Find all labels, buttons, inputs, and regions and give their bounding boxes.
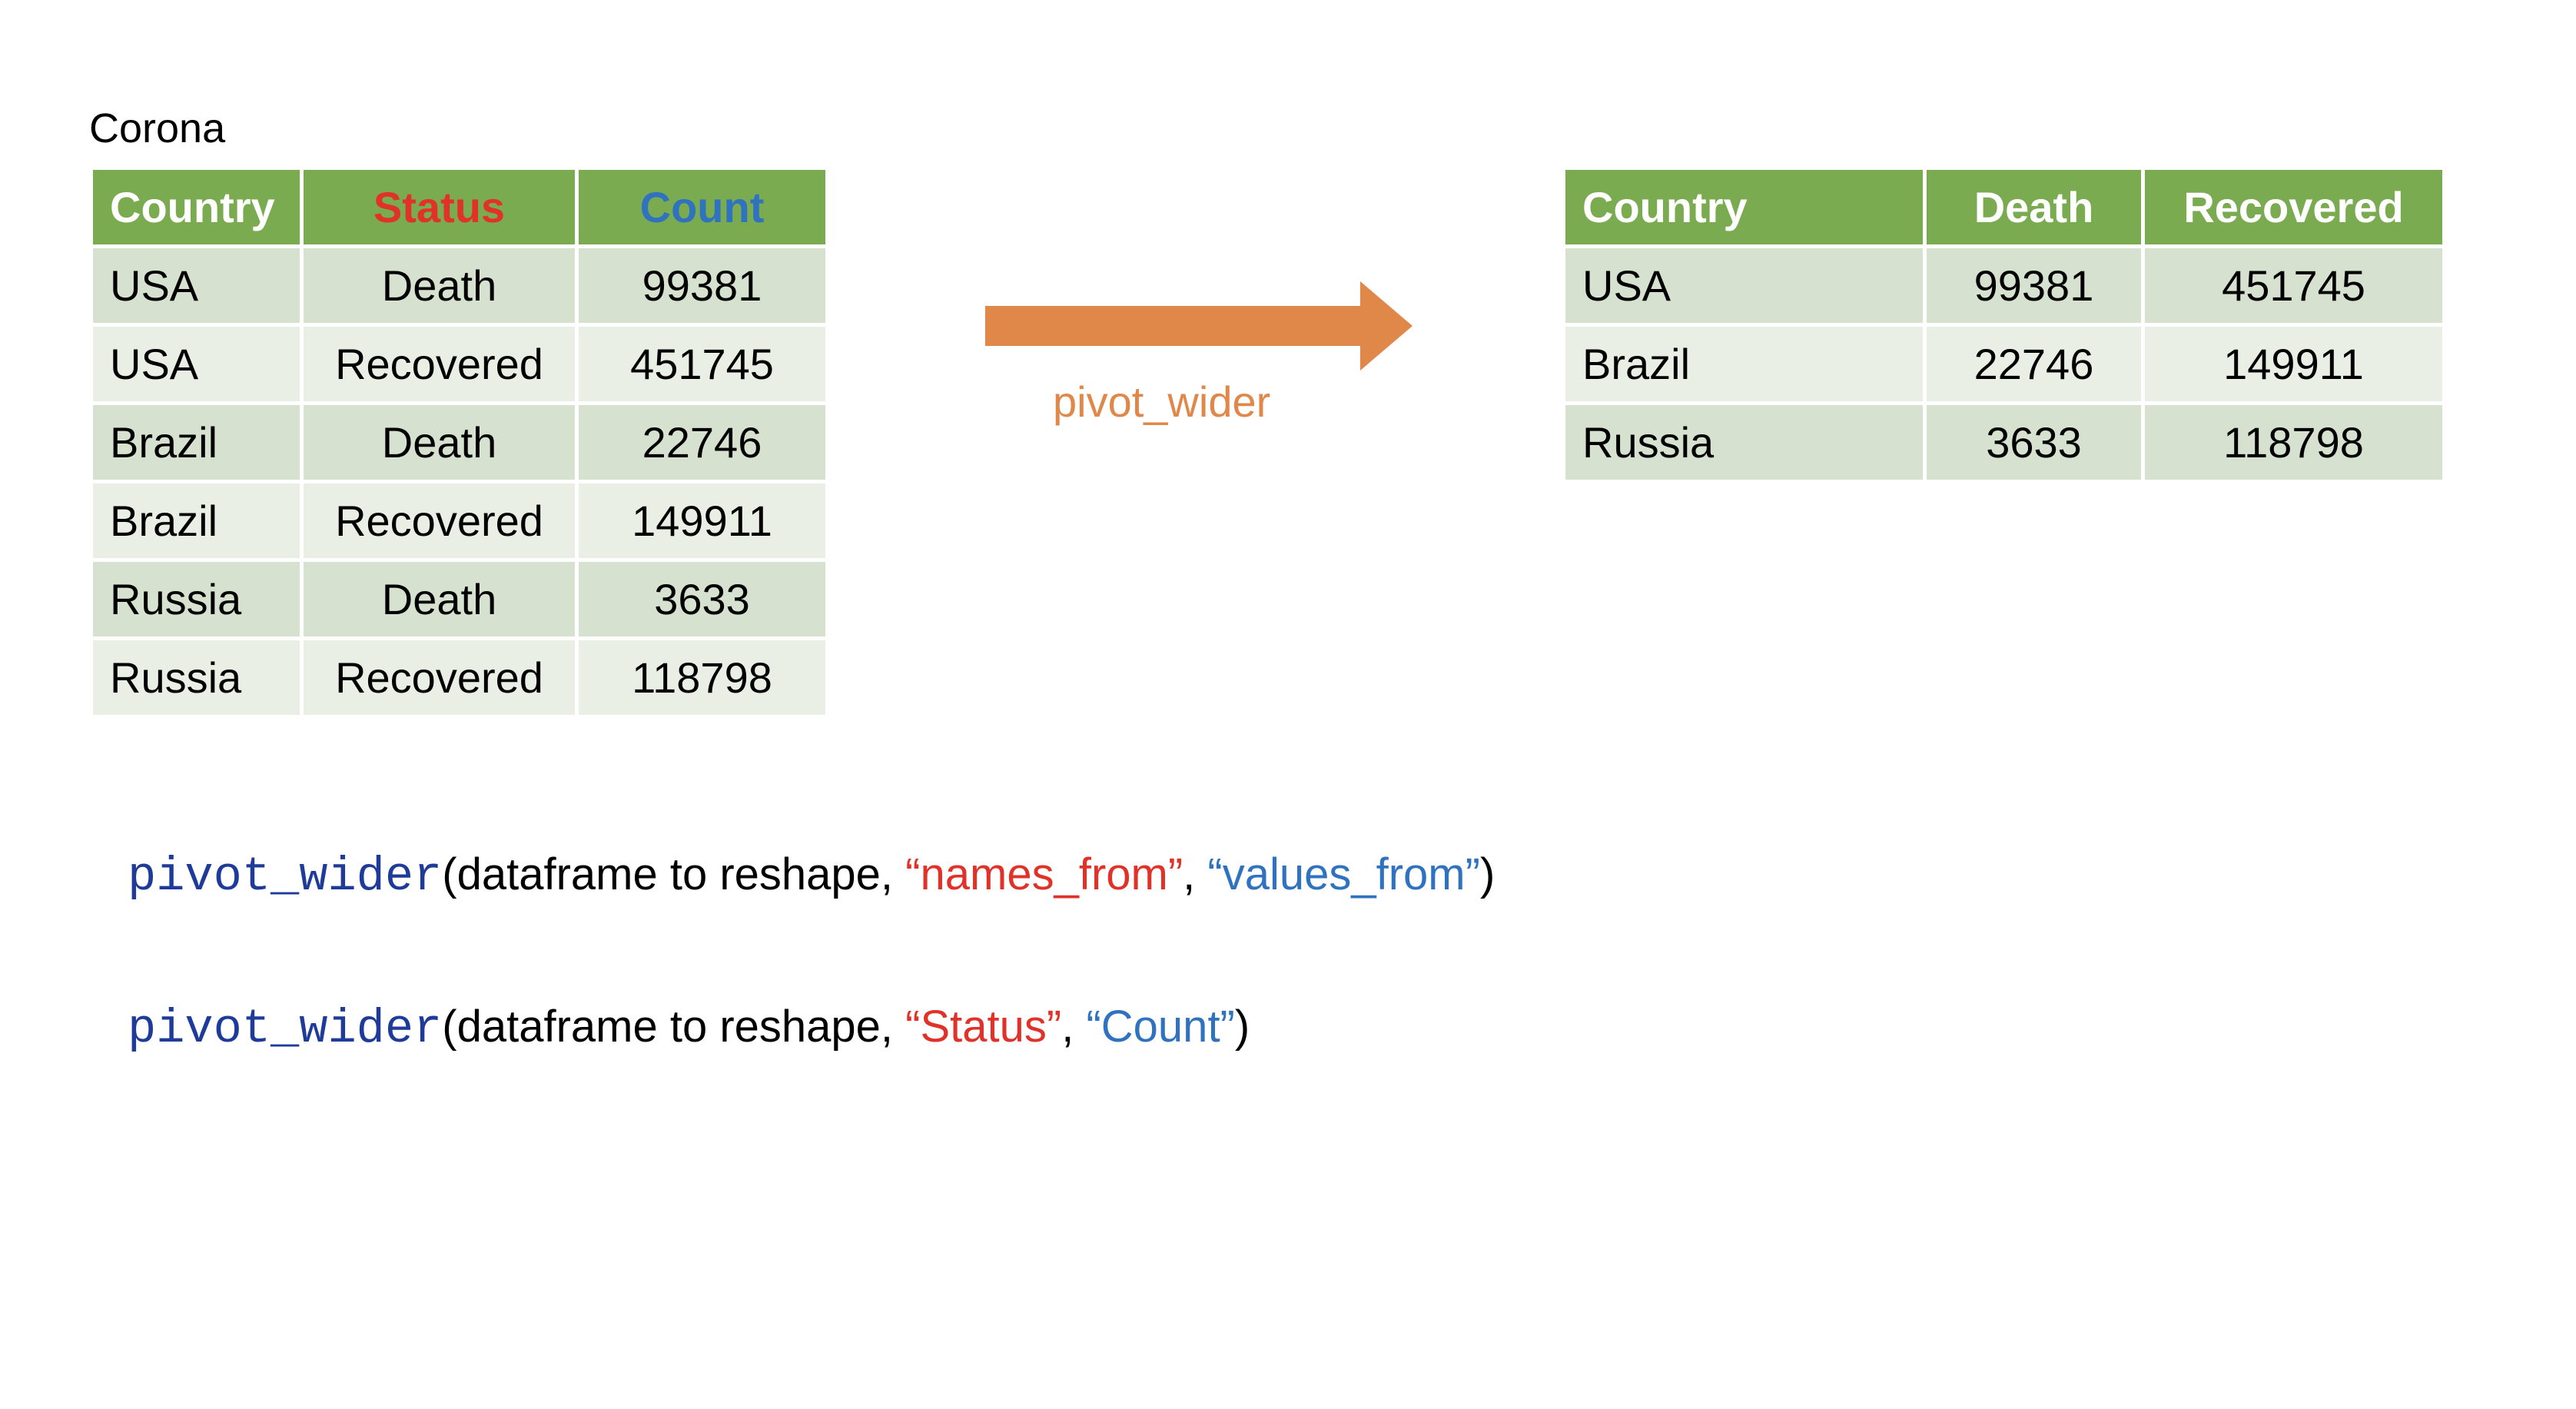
cell-country: Russia xyxy=(89,558,304,640)
header-recovered: Recovered xyxy=(2141,166,2446,248)
cell-status: Recovered xyxy=(300,636,579,719)
header-country: Country xyxy=(89,166,304,248)
code-separator: , xyxy=(1183,849,1208,899)
cell-death: 3633 xyxy=(1923,401,2145,484)
long-format-table: Country Status Count USA Death 99381 USA… xyxy=(89,166,829,719)
table-row: Russia Death 3633 xyxy=(89,558,829,640)
cell-recovered: 118798 xyxy=(2141,401,2446,484)
function-name: pivot_wider xyxy=(128,849,443,904)
cell-status: Death xyxy=(300,401,579,484)
cell-count: 3633 xyxy=(575,558,829,640)
right-arrow-icon xyxy=(985,281,1412,371)
code-text: (dataframe to reshape, xyxy=(442,849,906,899)
table-row: Brazil 22746 149911 xyxy=(1562,323,2446,405)
cell-country: Russia xyxy=(89,636,304,719)
values-from-arg: “values_from” xyxy=(1207,849,1480,899)
wide-format-table: Country Death Recovered USA 99381 451745… xyxy=(1562,166,2446,484)
table-row: Russia Recovered 118798 xyxy=(89,636,829,719)
header-country: Country xyxy=(1562,166,1927,248)
cell-status: Death xyxy=(300,244,579,327)
code-text: (dataframe to reshape, xyxy=(442,1002,906,1052)
cell-count: 22746 xyxy=(575,401,829,484)
cell-death: 22746 xyxy=(1923,323,2145,405)
names-from-arg: “names_from” xyxy=(905,849,1183,899)
table-row: USA Recovered 451745 xyxy=(89,323,829,405)
cell-status: Recovered xyxy=(300,480,579,562)
cell-count: 149911 xyxy=(575,480,829,562)
arrow-label: pivot_wider xyxy=(1053,377,1271,426)
cell-country: USA xyxy=(1562,244,1927,327)
cell-country: Russia xyxy=(1562,401,1927,484)
cell-country: Brazil xyxy=(89,401,304,484)
cell-count: 118798 xyxy=(575,636,829,719)
function-name: pivot_wider xyxy=(128,1002,443,1056)
table-row: Brazil Death 22746 xyxy=(89,401,829,484)
header-count: Count xyxy=(575,166,829,248)
cell-status: Death xyxy=(300,558,579,640)
table-row: Brazil Recovered 149911 xyxy=(89,480,829,562)
cell-status: Recovered xyxy=(300,323,579,405)
table-title: Corona xyxy=(89,105,226,151)
code-separator: , xyxy=(1061,1002,1087,1052)
values-from-arg: “Count” xyxy=(1086,1002,1235,1052)
cell-country: Brazil xyxy=(89,480,304,562)
code-line-generic: pivot_wider(dataframe to reshape, “names… xyxy=(128,846,1495,906)
cell-death: 99381 xyxy=(1923,244,2145,327)
cell-country: Brazil xyxy=(1562,323,1927,405)
code-line-example: pivot_wider(dataframe to reshape, “Statu… xyxy=(128,998,1250,1058)
cell-recovered: 451745 xyxy=(2141,244,2446,327)
code-text: ) xyxy=(1479,849,1495,899)
cell-count: 99381 xyxy=(575,244,829,327)
cell-recovered: 149911 xyxy=(2141,323,2446,405)
header-death: Death xyxy=(1923,166,2145,248)
code-text: ) xyxy=(1234,1002,1250,1052)
table-row: USA Death 99381 xyxy=(89,244,829,327)
table-row: USA 99381 451745 xyxy=(1562,244,2446,327)
table-header-row: Country Status Count xyxy=(89,166,829,248)
cell-count: 451745 xyxy=(575,323,829,405)
names-from-arg: “Status” xyxy=(905,1002,1062,1052)
cell-country: USA xyxy=(89,323,304,405)
header-status: Status xyxy=(300,166,579,248)
table-header-row: Country Death Recovered xyxy=(1562,166,2446,248)
table-row: Russia 3633 118798 xyxy=(1562,401,2446,484)
cell-country: USA xyxy=(89,244,304,327)
